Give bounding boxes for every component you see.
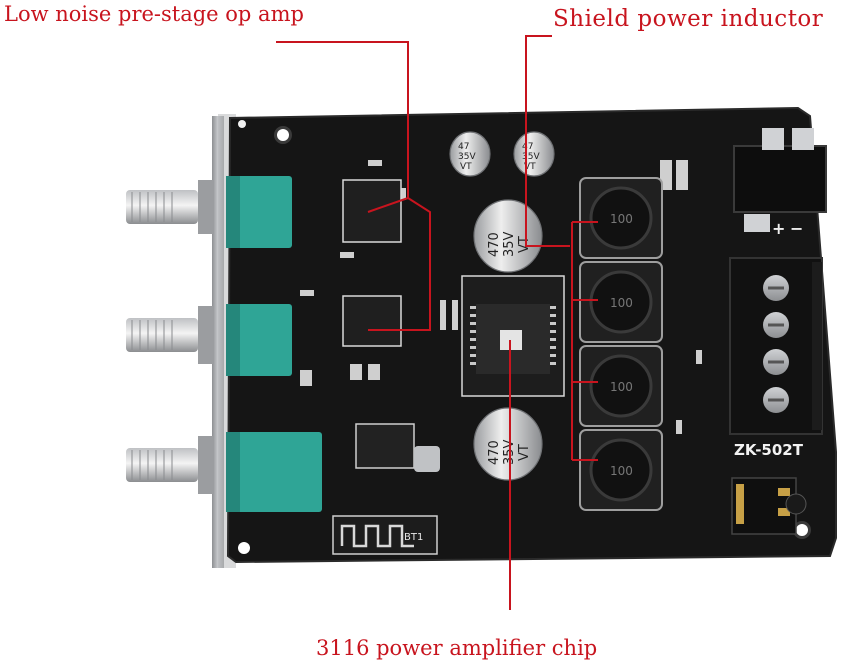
svg-text:100: 100	[610, 464, 633, 478]
bluetooth-chip	[355, 423, 415, 469]
bluetooth-antenna: BT1	[332, 515, 438, 555]
svg-text:100: 100	[610, 380, 633, 394]
potentiometer	[226, 432, 322, 512]
treble-knob	[126, 306, 214, 364]
small-capacitor: 47 35V VT	[513, 131, 555, 177]
shield-inductor: 100	[579, 345, 663, 427]
svg-text:VT: VT	[524, 162, 536, 172]
svg-text:VT: VT	[460, 162, 472, 172]
svg-text:47: 47	[458, 142, 469, 152]
svg-text:100: 100	[610, 212, 633, 226]
svg-text:VT: VT	[517, 236, 532, 253]
large-capacitor: 470 35V VT	[473, 199, 543, 273]
svg-text:470: 470	[487, 440, 502, 465]
dc-power-jack: + −	[733, 128, 827, 238]
crystal	[414, 446, 440, 472]
speaker-terminal-block	[729, 257, 823, 435]
potentiometer	[226, 304, 292, 376]
svg-text:35V: 35V	[502, 231, 517, 257]
mount-hole	[238, 542, 250, 554]
chip-callout: 3116 power amplifier chip	[316, 636, 598, 660]
shield-inductor: 100	[579, 177, 663, 259]
inductor-callout: Shield power inductor	[553, 6, 824, 32]
svg-text:100: 100	[610, 296, 633, 310]
svg-text:BT1: BT1	[404, 532, 423, 543]
small-capacitor: 47 35V VT	[449, 131, 491, 177]
svg-text:470: 470	[487, 232, 502, 257]
large-capacitor: 470 35V VT	[473, 407, 543, 481]
bass-knob	[126, 436, 214, 494]
svg-text:VT: VT	[517, 444, 532, 461]
op-amp-callout: Low noise pre-stage op amp	[4, 2, 304, 26]
annotation-leader-lines	[276, 35, 598, 610]
board-model-label: ZK-502T	[734, 441, 804, 459]
svg-text:35V: 35V	[522, 152, 540, 162]
volume-knob	[126, 180, 214, 234]
potentiometer	[226, 176, 292, 248]
op-amp-chip	[342, 295, 402, 347]
svg-text:35V: 35V	[458, 152, 476, 162]
shield-inductor: 100	[579, 429, 663, 511]
audio-input-jack	[731, 477, 807, 535]
mount-hole	[238, 120, 246, 128]
svg-text:−: −	[790, 219, 803, 238]
shield-inductor: 100	[579, 261, 663, 343]
svg-text:+: +	[772, 219, 785, 238]
svg-text:47: 47	[522, 142, 533, 152]
